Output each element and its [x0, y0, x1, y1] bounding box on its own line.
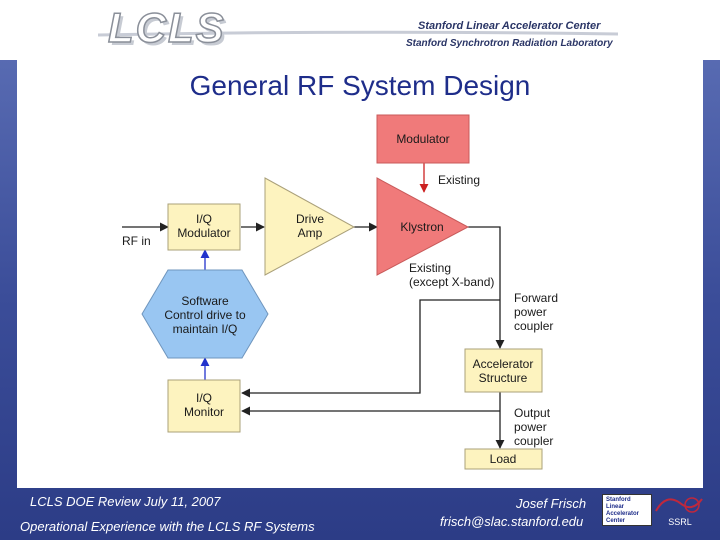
existing-top-label: Existing — [438, 173, 480, 187]
footer-talk-title: Operational Experience with the LCLS RF … — [20, 519, 315, 534]
rf-in-label: RF in — [122, 234, 151, 248]
page-title: General RF System Design — [189, 70, 531, 101]
iq-modulator-box — [167, 203, 241, 251]
slac-footer-logo: Stanford Linear Accelerator Center — [602, 494, 652, 526]
slac-logo-line-2: Linear — [606, 504, 625, 510]
klystron-label: Klystron — [400, 220, 443, 234]
header-band: LCLS Stanford Linear Accelerator Center … — [0, 0, 720, 60]
output-coupler-label-1: Output — [514, 406, 551, 420]
existing-bottom-label-1: Existing — [409, 261, 451, 275]
existing-bottom-label-2: (except X-band) — [409, 275, 494, 289]
slac-logo-line-4: Center — [606, 518, 626, 524]
output-coupler-label-2: power — [514, 420, 547, 434]
drive-amp-label-2: Amp — [298, 226, 323, 240]
forward-coupler-label-2: power — [514, 305, 547, 319]
forward-coupler-label-3: coupler — [514, 319, 553, 333]
slide-canvas — [17, 60, 703, 488]
software-label-2: Control drive to — [164, 308, 246, 322]
logo-swoosh — [98, 30, 618, 37]
footer-author: Josef Frisch — [516, 496, 587, 511]
slac-logo-line-3: Accelerator — [606, 511, 640, 517]
forward-coupler-label-1: Forward — [514, 291, 558, 305]
klystron-to-accelerator-line — [468, 226, 505, 349]
iq-monitor-label-1: I/Q — [196, 391, 212, 405]
klystron-triangle — [376, 177, 470, 276]
software-label-1: Software — [181, 294, 229, 308]
software-hexagon — [141, 269, 269, 359]
footer-review-date: LCLS DOE Review July 11, 2007 — [30, 494, 221, 509]
accelerator-structure-box — [464, 348, 543, 393]
ssrl-emblem-text: SSRL — [668, 517, 692, 527]
slac-org-name: Stanford Linear Accelerator Center — [418, 20, 601, 32]
load-label: Load — [490, 452, 517, 466]
iq-modulator-label-1: I/Q — [196, 212, 212, 226]
slac-logo-line-1: Stanford — [606, 497, 631, 503]
ssrl-org-name: Stanford Synchrotron Radiation Laborator… — [406, 38, 613, 49]
software-label-3: maintain I/Q — [173, 322, 238, 336]
forward-coupler-to-monitor-line — [241, 299, 500, 398]
accelerator-label-1: Accelerator — [473, 357, 534, 371]
load-box — [464, 448, 543, 470]
accelerator-label-2: Structure — [479, 371, 528, 385]
footer-email: frisch@slac.stanford.edu — [440, 514, 584, 529]
iq-monitor-label-2: Monitor — [184, 405, 224, 419]
iq-monitor-box — [167, 379, 241, 433]
modulator-label: Modulator — [396, 132, 449, 146]
modulator-box — [376, 114, 470, 164]
ssrl-emblem: SSRL — [655, 497, 703, 527]
drive-amp-label-1: Drive — [296, 212, 324, 226]
drive-amp-triangle — [264, 177, 356, 276]
lcls-logo: LCLS — [107, 3, 226, 52]
output-coupler-label-3: coupler — [514, 434, 553, 448]
iq-modulator-label-2: Modulator — [177, 226, 230, 240]
